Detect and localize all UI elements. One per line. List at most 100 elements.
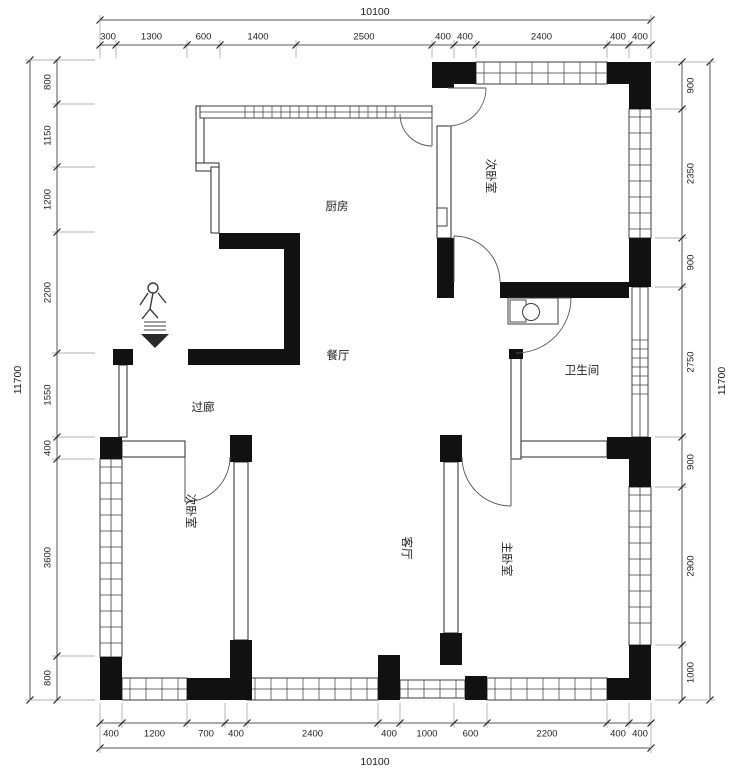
dimension-tick xyxy=(678,58,686,66)
dimension-tick xyxy=(53,652,61,660)
dimension-tick xyxy=(625,41,633,49)
room-label: 卫生间 xyxy=(565,363,600,377)
dimension-label: 400 xyxy=(632,729,648,740)
dimension-label: 1000 xyxy=(416,729,437,740)
dimension-tick xyxy=(216,41,224,49)
wall xyxy=(100,657,122,700)
door-arc xyxy=(461,456,512,507)
dimension-tick xyxy=(53,56,61,64)
washbasin-bowl xyxy=(522,303,540,321)
dimension-label: 400 xyxy=(103,729,119,740)
dimension-label: 2900 xyxy=(686,555,697,576)
thin-wall xyxy=(118,364,128,438)
door-arc xyxy=(453,235,501,283)
dimension-tick xyxy=(183,719,191,727)
room-label: 餐厅 xyxy=(327,348,350,362)
dimension-label: 400 xyxy=(632,32,648,43)
wall xyxy=(378,655,400,700)
wall xyxy=(432,62,454,88)
wall xyxy=(629,238,651,287)
dimension-tick xyxy=(625,719,633,727)
thin-wall xyxy=(510,352,522,460)
dimension-tick xyxy=(374,719,382,727)
dimension-tick xyxy=(678,105,686,113)
dimension-label: 400 xyxy=(381,729,397,740)
entrance-figure xyxy=(141,308,151,320)
wall xyxy=(450,62,476,84)
dimension-label: 2750 xyxy=(686,351,697,372)
dimension-tick xyxy=(678,283,686,291)
dimension-tick xyxy=(678,641,686,649)
dimension-label: 2400 xyxy=(302,729,323,740)
dimension-tick xyxy=(603,719,611,727)
thin-wall xyxy=(233,461,249,641)
wall xyxy=(113,349,133,365)
wall xyxy=(440,435,462,462)
dimension-tick xyxy=(396,719,404,727)
dimension-label: 900 xyxy=(686,255,697,271)
dimension-tick xyxy=(53,349,61,357)
dimension-tick xyxy=(647,719,655,727)
dimension-label: 2200 xyxy=(536,729,557,740)
entrance-figure xyxy=(149,292,154,310)
thin-wall xyxy=(443,461,459,634)
wall xyxy=(230,435,252,462)
dimension-label: 1550 xyxy=(43,384,54,405)
wall xyxy=(219,233,300,249)
dimension-total-label: 11700 xyxy=(716,367,728,396)
wall-panel xyxy=(436,207,448,227)
dimension-tick xyxy=(678,433,686,441)
room-label: 次卧室 xyxy=(184,494,198,529)
dimension-tick xyxy=(53,433,61,441)
wall xyxy=(607,437,629,459)
room-label: 主卧室 xyxy=(500,542,514,577)
entrance-arrow xyxy=(141,334,169,348)
entrance-figure xyxy=(149,308,159,319)
dimension-label: 1200 xyxy=(144,729,165,740)
door-arc xyxy=(447,87,487,127)
room-label: 次卧室 xyxy=(484,159,498,194)
wall xyxy=(607,678,651,700)
wall xyxy=(440,633,462,665)
dimension-label: 2350 xyxy=(686,163,697,184)
dimension-label: 600 xyxy=(463,729,479,740)
door-arc xyxy=(184,456,231,503)
dimension-label: 400 xyxy=(435,32,451,43)
dimension-tick xyxy=(53,228,61,236)
door-arc xyxy=(399,113,433,147)
dimension-label: 1150 xyxy=(43,125,54,145)
dimension-tick xyxy=(112,41,120,49)
dimension-tick xyxy=(450,719,458,727)
wall xyxy=(437,238,454,298)
dimension-label: 800 xyxy=(43,670,54,686)
entrance-figure xyxy=(157,292,167,304)
dimension-label: 3600 xyxy=(43,547,54,568)
dimension-label: 1300 xyxy=(141,32,162,43)
door-arc xyxy=(515,297,572,354)
dimension-tick xyxy=(678,696,686,704)
wall xyxy=(500,282,629,298)
wall xyxy=(629,437,651,487)
dimension-total-label: 10100 xyxy=(360,6,389,18)
thin-wall xyxy=(121,440,186,458)
dimension-label: 800 xyxy=(43,74,54,90)
dimension-total-label: 10100 xyxy=(360,756,389,768)
dimension-tick xyxy=(118,719,126,727)
dimension-tick xyxy=(678,483,686,491)
dimension-label: 300 xyxy=(100,32,116,43)
wall xyxy=(284,249,300,349)
thin-wall xyxy=(210,166,220,234)
dimension-tick xyxy=(678,234,686,242)
wall xyxy=(629,62,651,109)
dimension-tick xyxy=(472,41,480,49)
dimension-tick xyxy=(53,163,61,171)
dimension-tick xyxy=(53,696,61,704)
wall xyxy=(465,676,487,700)
dimension-tick xyxy=(483,719,491,727)
dimension-label: 400 xyxy=(228,729,244,740)
dimension-label: 900 xyxy=(686,78,697,94)
wall xyxy=(509,349,523,359)
wall xyxy=(100,437,122,459)
dimension-tick xyxy=(292,41,300,49)
dimension-tick xyxy=(96,719,104,727)
